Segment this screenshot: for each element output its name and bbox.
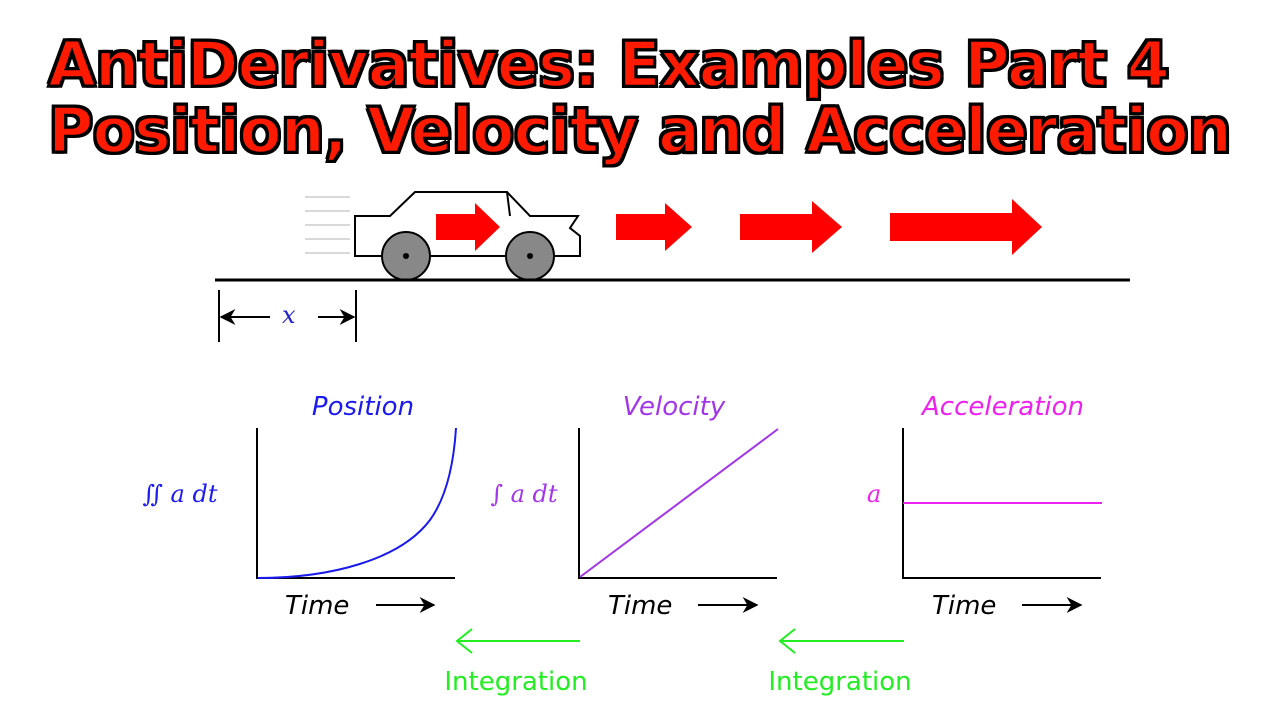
integration-label-2: Integration [768, 667, 911, 697]
car-scene: x [215, 191, 1130, 342]
car-wheel-front [505, 231, 555, 281]
graph-ylabel-velocity: ∫ a dt [490, 480, 557, 508]
graph-title-acceleration: Acceleration [920, 392, 1084, 422]
integration-arrow-2: Integration [768, 628, 912, 697]
graph-position: Position ∬ a dt Time [142, 392, 457, 621]
accel-arrow-1 [436, 203, 500, 251]
graph-axes-velocity [578, 428, 777, 579]
graph-xlabel-position: Time [285, 591, 349, 621]
distance-marker [218, 290, 357, 342]
graph-title-position: Position [312, 392, 414, 422]
graph-axes-acceleration [902, 428, 1101, 579]
position-curve [257, 427, 457, 579]
car-window-line [506, 191, 511, 217]
graph-axes-position [256, 428, 455, 579]
integration-label-1: Integration [444, 667, 587, 697]
graph-xlabel-acceleration: Time [932, 591, 996, 621]
velocity-line [579, 428, 779, 578]
integration-arrow-1: Integration [444, 628, 588, 697]
graph-velocity: Velocity ∫ a dt Time [490, 392, 779, 621]
accel-arrow-3 [740, 201, 842, 253]
car-wheel-rear [381, 231, 431, 281]
graph-title-velocity: Velocity [623, 392, 726, 422]
speed-lines [305, 196, 350, 254]
accel-arrow-4 [890, 199, 1042, 255]
graph-ylabel-position: ∬ a dt [142, 480, 217, 508]
graph-xlabel-velocity: Time [608, 591, 672, 621]
accel-arrow-2 [616, 203, 692, 251]
distance-label: x [282, 301, 296, 329]
graph-acceleration: Acceleration a Time [867, 392, 1102, 621]
graph-ylabel-acceleration: a [867, 480, 881, 508]
title-line-1: AntiDerivatives: Examples Part 4 [47, 28, 1171, 101]
title-line-2: Position, Velocity and Acceleration [47, 94, 1233, 167]
